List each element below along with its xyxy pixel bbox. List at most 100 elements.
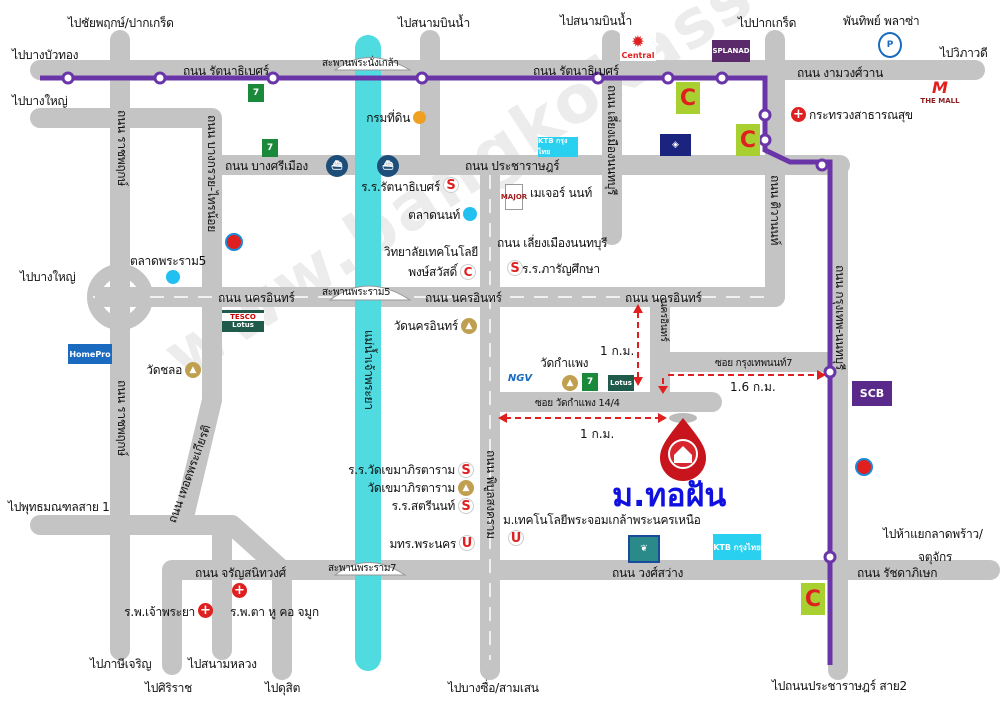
bridge-label: สะพานพระนั่งเกล้า (322, 58, 399, 69)
ptt-ngv-logo: NGV (507, 372, 533, 384)
poi-label: ร.ร.รัตนาธิเบศร์ (361, 180, 440, 194)
distance-label: 1.6 ก.ม. (730, 380, 776, 394)
school-icon: S (458, 498, 474, 514)
road-bangkruai (30, 108, 222, 535)
poi-label: ร.พ.ตา หู คอ จมูก (230, 605, 319, 619)
dest-label: ไปบางใหญ่ (20, 270, 76, 284)
bangkok-bank-logo: ◈ (660, 134, 691, 156)
temple-icon: ▲ (461, 318, 477, 334)
road-label: ถนน บางศรีเมือง (225, 159, 308, 173)
ktb-bank-logo: KTB กรุงไทย (538, 137, 578, 157)
poi-label: เมเจอร์ นนท์ (530, 186, 592, 200)
dest-label: ไปศิริราช (145, 681, 192, 695)
college-icon: C (460, 264, 476, 280)
tesco-text: TESCO (222, 313, 264, 321)
tesco-lotus-logo: Lotus (608, 375, 634, 391)
dest-label: ไปวิภาวดี (940, 46, 988, 60)
school-icon: S (507, 260, 523, 276)
market-icon (463, 207, 477, 221)
seven-eleven-icon: 7 (262, 139, 278, 157)
bridge-rama5 (328, 285, 412, 301)
dest-label: ไปห้าแยกลาดพร้าว/ (883, 527, 983, 541)
hospital-cross-icon: + (198, 603, 213, 618)
boat-pier-icon: ⛴ (377, 155, 399, 177)
ktb-bank-logo: KTB กรุงไทย (713, 534, 761, 560)
poi-label: ร.ร.ภารัญศึกษา (522, 262, 600, 276)
dest-label: ไปชัยพฤกษ์/ปากเกร็ด (68, 16, 174, 30)
dest-label: ไปสนามหลวง (188, 657, 257, 671)
university-icon: U (459, 535, 475, 551)
road-wongsawang (162, 560, 1000, 675)
poi-label: วิทยาลัยเทคโนโลยี (383, 245, 478, 259)
road-label: ถนน กรุงเทพ-นนทบุรี (833, 265, 847, 370)
central-logo: ✹Central (620, 31, 656, 61)
lotus-text: Lotus (610, 379, 632, 387)
poi-label: วัดนครอินทร์ (393, 319, 459, 333)
road-label: ถนน รัตนาธิเบศร์ (533, 64, 619, 78)
dest-label: จตุจักร (918, 550, 953, 564)
seven-eleven-icon: 7 (582, 373, 598, 391)
poi-label: ร.ร.วัดเขมาภิรตาราม (348, 463, 455, 477)
hospital-cross-icon: + (791, 107, 806, 122)
road-label: ถนน พิบูลสงคราม (484, 450, 498, 539)
bridge-label: สะพานพระราม5 (322, 287, 391, 298)
road-label: ซอย กรุงเทพนนท์7 (715, 358, 793, 369)
distance-label: 1 ก.ม. (580, 427, 615, 441)
boat-pier-icon: ⛴ (326, 155, 348, 177)
dest-label: ไปปากเกร็ด (738, 16, 797, 30)
poi-label: ร.ร.สตรีนนท์ (391, 499, 456, 513)
big-c-logo: C (736, 124, 760, 156)
school-icon: S (443, 177, 459, 193)
poi-label: วัดกำแพง (540, 356, 589, 370)
dest-label: ไปพุทธมณฑลสาย 1 (8, 500, 110, 514)
bangchak-logo: ❦ (628, 535, 660, 563)
road-label: ถนน ติวานนท์ (768, 175, 782, 246)
central-text: Central (621, 50, 655, 60)
road-label: นครอินทร์ (658, 300, 669, 342)
market-icon (166, 270, 180, 284)
poi-label: ม.เทคโนโลยีพระจอมเกล้าพระนครเหนือ (503, 513, 701, 527)
destination-title: ม.ทอฝัน (612, 476, 727, 514)
poi-label: ตลาดนนท์ (408, 208, 460, 222)
river-label: แม่น้ำเจ้าพระยา (362, 330, 376, 410)
bridge-nangklao (333, 57, 412, 71)
temple-icon: ▲ (185, 362, 201, 378)
poi-label: วัดชลอ (146, 363, 182, 377)
lotus-text: Lotus (232, 321, 254, 329)
temple-icon: ▲ (562, 375, 578, 391)
road-label: ถนน เลี่ยงเมืองนนทบุรี (605, 85, 619, 196)
bridge-rama7 (333, 562, 407, 576)
poi-label: พงษ์สวัสดิ์ (408, 265, 457, 279)
pantip-logo: P (878, 32, 902, 58)
road-label: ถนน รัชดาภิเษก (857, 566, 938, 580)
poi-label: กระทรวงสาธารณสุข (809, 108, 913, 122)
dest-label: ไปบางซื่อ/สามเสน (448, 681, 539, 695)
bridge-label: สะพานพระราม7 (328, 563, 397, 574)
dest-label: ไปสนามบินน้ำ (398, 16, 470, 30)
big-c-logo: C (676, 82, 700, 114)
road-label: ถนน ราชพฤกษ์ (115, 380, 129, 456)
dest-label: ไปถนนประชาราษฎร์ สาย2 (772, 679, 907, 693)
dest-label: ไปภาษีเจริญ (90, 657, 152, 671)
road-label: ถนน ประชาราษฎร์ (465, 159, 560, 173)
poi-label: วัดเขมาภิรตาราม (367, 481, 455, 495)
land-office-icon (413, 111, 426, 124)
road-label: ถนน รัตนาธิเบศร์ (183, 64, 269, 78)
esplanade-logo: ESPLANADE (708, 40, 754, 62)
big-c-logo: C (801, 583, 825, 615)
road-label: ถนน นครอินทร์ (425, 291, 502, 305)
road-label: ถนน นครอินทร์ (218, 291, 295, 305)
dest-label: ไปบางใหญ่ (12, 94, 68, 108)
road-phutthamonthon (30, 515, 292, 680)
road-label: ถนน วงศ์สว่าง (612, 566, 684, 580)
road-label: ซอย วัดกำแพง 14/4 (535, 398, 620, 409)
metro-stations (61, 71, 837, 564)
road-label: ถนน นครอินทร์ (625, 291, 702, 305)
university-icon: U (508, 530, 524, 546)
distance-label: 1 ก.ม. (600, 344, 635, 358)
road-label: ถนน เลี่ยงเมืองนนทบุรี (497, 236, 608, 250)
